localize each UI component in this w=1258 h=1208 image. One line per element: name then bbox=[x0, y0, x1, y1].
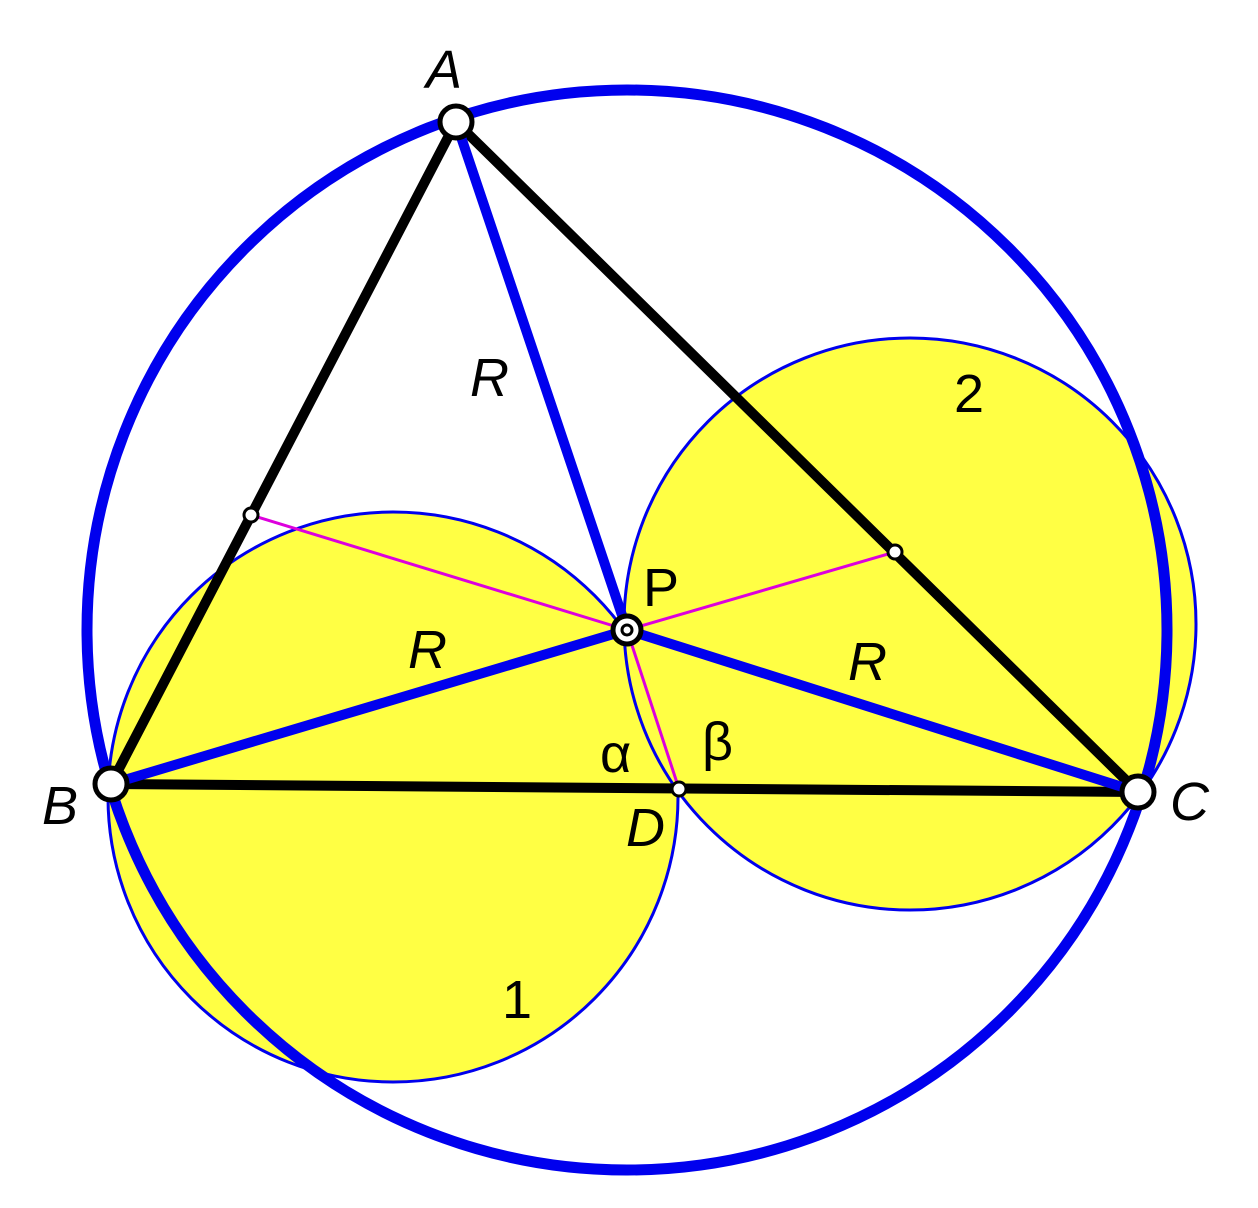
label-beta: β bbox=[702, 712, 733, 772]
segment-PC bbox=[622, 625, 1143, 797]
label-circle-2: 2 bbox=[954, 364, 984, 424]
foot-AC bbox=[886, 543, 904, 561]
point-P-inner bbox=[620, 623, 634, 637]
perp-to-AC bbox=[626, 550, 896, 632]
circle-2 bbox=[622, 336, 1198, 912]
label-D: D bbox=[626, 798, 665, 858]
label-A: A bbox=[423, 40, 462, 100]
side-AB bbox=[106, 117, 461, 789]
label-alpha: α bbox=[600, 724, 631, 784]
segment-PB bbox=[106, 625, 632, 789]
point-A bbox=[437, 103, 475, 141]
circumcircle bbox=[81, 84, 1173, 1176]
point-C bbox=[1119, 773, 1157, 811]
label-R-left: R bbox=[408, 620, 447, 680]
label-circle-1: 1 bbox=[502, 970, 532, 1030]
side-AC bbox=[451, 117, 1143, 797]
foot-AB bbox=[242, 506, 260, 524]
triangle-sides bbox=[106, 117, 1143, 797]
label-C: C bbox=[1170, 772, 1210, 832]
label-B: B bbox=[42, 776, 78, 836]
point-D bbox=[670, 780, 688, 798]
segment-PA bbox=[451, 117, 632, 635]
label-R-right: R bbox=[848, 632, 887, 692]
perpendicular-segments bbox=[250, 513, 896, 790]
perp-to-AB bbox=[250, 513, 628, 632]
points bbox=[92, 103, 1157, 811]
circle-1 bbox=[106, 510, 680, 1084]
point-B bbox=[92, 765, 130, 803]
radius-segments bbox=[106, 117, 1143, 797]
label-P: P bbox=[643, 558, 679, 618]
side-BC bbox=[106, 779, 1143, 797]
label-R-top: R bbox=[470, 348, 509, 408]
labels: A B C D P R R R α β 1 2 bbox=[42, 40, 1210, 1030]
perp-to-BC bbox=[625, 629, 681, 790]
